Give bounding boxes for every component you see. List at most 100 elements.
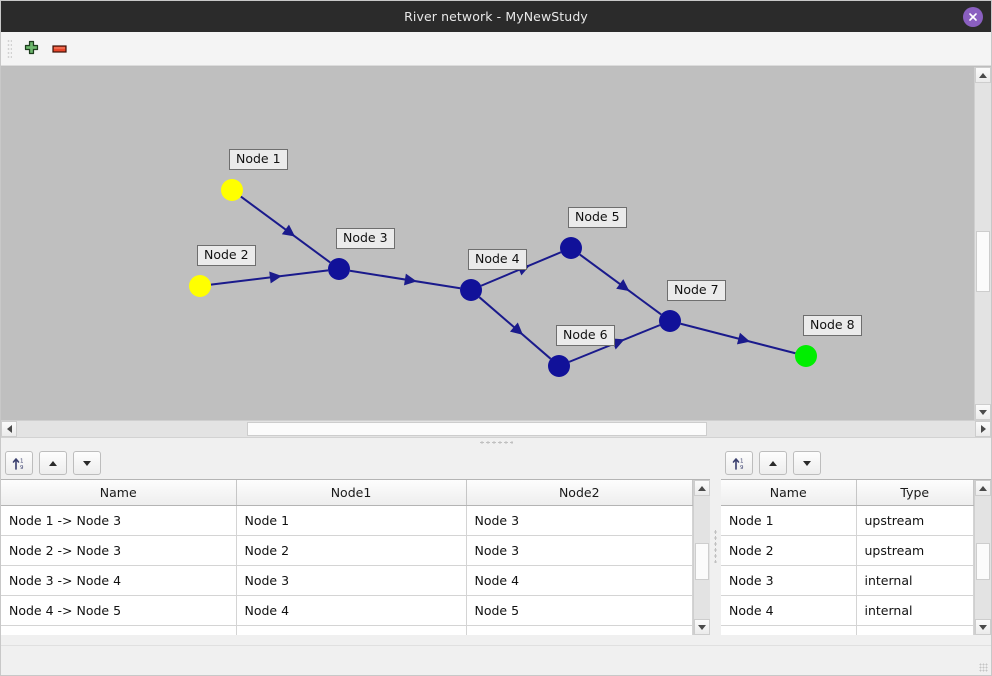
node-label-node-4[interactable]: Node 4	[468, 249, 527, 270]
nodes-vscroll-track[interactable]	[975, 496, 991, 619]
close-icon[interactable]	[963, 6, 983, 27]
scroll-left-arrow-icon[interactable]	[1, 421, 17, 437]
nodes-cell[interactable]: upstream	[856, 535, 974, 566]
branches-cell[interactable]: Node 1	[236, 505, 467, 536]
toolbar-drag-handle[interactable]	[7, 38, 12, 59]
nodes-cell[interactable]: Node 4	[721, 595, 857, 626]
graph-node-node-6[interactable]	[548, 355, 570, 377]
splitter-grip-icon	[479, 441, 513, 444]
branches-cell[interactable]: Node 4	[236, 595, 467, 626]
nodes-cell[interactable]: Node 1	[721, 505, 857, 536]
graph-node-node-3[interactable]	[328, 258, 350, 280]
nodes-column-header[interactable]: Name	[721, 480, 857, 506]
node-label-node-6[interactable]: Node 6	[556, 325, 615, 346]
edge-Node7-to-Node8[interactable]	[680, 322, 796, 355]
river-network-diagram[interactable]: Node 1 Node 2 Node 3 Node 4 Node 5 Node 6 Node…	[1, 67, 974, 420]
branches-cell[interactable]: Node 1 -> Node 3	[1, 505, 237, 536]
canvas-hscroll-track[interactable]	[17, 421, 975, 437]
branches-cell[interactable]: Node 3	[466, 535, 693, 566]
nodes-cell[interactable]: internal	[856, 565, 974, 596]
graph-node-node-5[interactable]	[560, 237, 582, 259]
scroll-up-arrow-icon[interactable]	[694, 480, 710, 496]
node-label-node-2[interactable]: Node 2	[197, 245, 256, 266]
splitter-grip-icon	[714, 529, 717, 563]
nodes-cell[interactable]: upstream	[856, 505, 974, 536]
branches-cell[interactable]: Node 3	[466, 505, 693, 536]
sort-az-icon[interactable]: 1 9	[5, 451, 33, 475]
branches-vertical-scrollbar[interactable]	[693, 480, 710, 635]
edge-Node2-to-Node3[interactable]	[210, 269, 329, 286]
svg-text:1: 1	[20, 458, 24, 464]
add-plus-icon[interactable]	[17, 35, 45, 63]
resize-grip-icon[interactable]	[979, 663, 988, 672]
branches-cell[interactable]: Node 3 -> Node 4	[1, 565, 237, 596]
scroll-right-arrow-icon[interactable]	[975, 421, 991, 437]
canvas-vscroll-thumb[interactable]	[976, 230, 990, 292]
nodes-vertical-scrollbar[interactable]	[974, 480, 991, 635]
remove-minus-icon[interactable]	[45, 35, 73, 63]
graph-node-node-1[interactable]	[221, 179, 243, 201]
sort-az-icon[interactable]: 1 9	[725, 451, 753, 475]
scroll-down-arrow-icon[interactable]	[694, 619, 710, 635]
nodes-column-header[interactable]: Type	[856, 480, 974, 506]
branches-cell[interactable]: Node 5	[466, 595, 693, 626]
branches-column-header[interactable]: Node2	[466, 480, 693, 506]
branches-cell[interactable]: Node 2 -> Node 3	[1, 535, 237, 566]
canvas-hscroll-thumb[interactable]	[246, 422, 707, 436]
node-label-node-5[interactable]: Node 5	[568, 207, 627, 228]
nodes-cell[interactable]: internal	[856, 595, 974, 626]
arrow-down-icon[interactable]	[73, 451, 101, 475]
branches-vscroll-track[interactable]	[694, 496, 710, 619]
horizontal-splitter[interactable]	[1, 437, 991, 447]
canvas-vertical-scrollbar[interactable]	[974, 67, 991, 420]
node-label-node-8[interactable]: Node 8	[803, 315, 862, 336]
nodes-vscroll-thumb[interactable]	[976, 542, 990, 580]
scroll-down-arrow-icon[interactable]	[975, 404, 991, 420]
graph-node-node-4[interactable]	[460, 279, 482, 301]
arrow-up-icon[interactable]	[39, 451, 67, 475]
edge-arrowhead-icon	[281, 224, 296, 237]
nodes-cell[interactable]: Node 2	[721, 535, 857, 566]
graph-node-node-2[interactable]	[189, 275, 211, 297]
arrow-up-icon[interactable]	[759, 451, 787, 475]
canvas-horizontal-scrollbar[interactable]	[1, 420, 991, 437]
scroll-up-arrow-icon[interactable]	[975, 480, 991, 496]
vertical-splitter[interactable]	[710, 447, 721, 645]
branches-cell	[236, 625, 467, 635]
branches-cell[interactable]: Node 4	[466, 565, 693, 596]
node-label-node-7[interactable]: Node 7	[667, 280, 726, 301]
nodes-cell[interactable]: Node 3	[721, 565, 857, 596]
branches-column-header[interactable]: Name	[1, 480, 237, 506]
graph-node-node-7[interactable]	[659, 310, 681, 332]
node-label-node-3[interactable]: Node 3	[336, 228, 395, 249]
scroll-up-arrow-icon[interactable]	[975, 67, 991, 83]
canvas-vscroll-track[interactable]	[975, 83, 991, 404]
branches-cell[interactable]: Node 2	[236, 535, 467, 566]
graph-node-node-8[interactable]	[795, 345, 817, 367]
arrow-down-icon[interactable]	[793, 451, 821, 475]
branches-column-header[interactable]: Node1	[236, 480, 467, 506]
node-label-node-1[interactable]: Node 1	[229, 149, 288, 170]
scroll-down-arrow-icon[interactable]	[975, 619, 991, 635]
branches-cell[interactable]: Node 4 -> Node 5	[1, 595, 237, 626]
branches-cell[interactable]: Node 3	[236, 565, 467, 596]
table-row-partial	[1, 625, 693, 635]
branches-vscroll-thumb[interactable]	[695, 542, 709, 580]
